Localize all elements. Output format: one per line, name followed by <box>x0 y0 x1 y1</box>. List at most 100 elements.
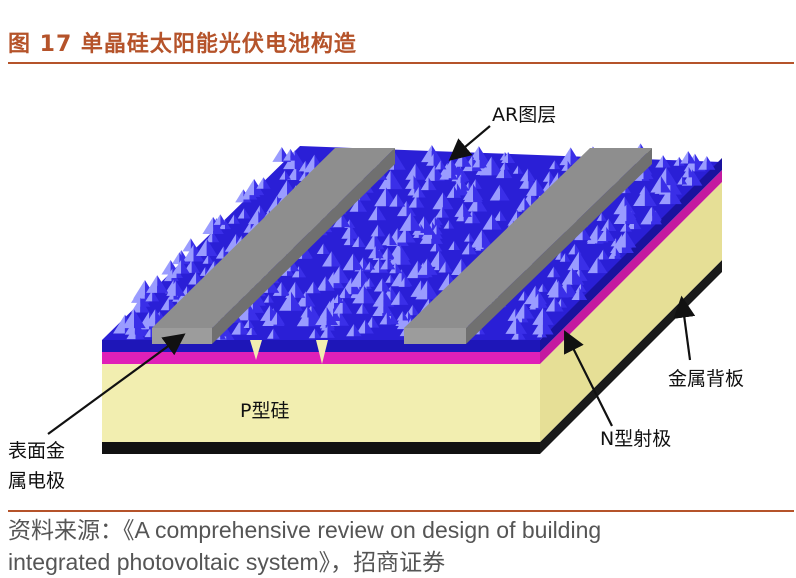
pyramid-face <box>565 252 571 262</box>
pyramid-face <box>579 267 588 281</box>
source-line-1: 资料来源：《A comprehensive review on design o… <box>8 517 602 543</box>
pyramid-face <box>246 326 252 335</box>
pyramid-face <box>166 280 176 296</box>
p-silicon-side <box>540 182 722 442</box>
pyramid-face <box>358 236 366 248</box>
pyramid-face <box>353 323 362 337</box>
pyramid-face <box>377 224 386 237</box>
ar-layer-label: AR图层 <box>492 104 557 126</box>
pyramid-face <box>581 283 587 292</box>
pyramid-face <box>408 195 417 208</box>
pyramid-face <box>570 147 582 166</box>
pyramid-face <box>448 240 455 250</box>
pyramid-face <box>545 297 555 312</box>
pyramid-face <box>135 324 145 340</box>
pyramid-face <box>457 163 468 180</box>
pyramid-face <box>492 214 502 230</box>
pyramid-face <box>172 259 182 274</box>
pyramid-face <box>381 233 390 246</box>
pyramid-face <box>248 319 255 328</box>
pyramid-face <box>597 257 608 274</box>
pyramid-face <box>146 275 158 293</box>
pyramid-face <box>427 258 438 275</box>
pyramid-face <box>529 293 539 308</box>
pyramid-face <box>152 290 160 302</box>
pyramid-face <box>339 310 350 326</box>
pyramid-face <box>143 295 151 307</box>
pyramid-face <box>524 290 531 301</box>
pyramid-face <box>500 188 508 200</box>
pyramid-face <box>421 144 432 163</box>
pyramid-face <box>464 210 473 224</box>
pyramid-face <box>597 226 607 242</box>
pyramid-face <box>603 249 610 260</box>
pyramid-face <box>554 297 564 312</box>
pyramid-face <box>610 237 616 247</box>
pyramid-face <box>126 324 136 340</box>
back-plate-front <box>102 442 540 454</box>
pyramid-face <box>380 257 388 270</box>
pyramid-face <box>290 257 300 272</box>
pyramid-face <box>682 176 688 185</box>
title-divider <box>8 62 794 64</box>
pyramid-face <box>596 212 602 221</box>
pyramid-face <box>385 187 398 207</box>
pyramid-face <box>160 296 169 311</box>
pyramid-face <box>212 231 220 243</box>
pyramid-face <box>673 156 680 166</box>
pyramid-face <box>386 312 395 325</box>
pyramid-face <box>601 212 607 221</box>
pyramid-face <box>456 183 465 196</box>
pyramid-face <box>228 214 235 224</box>
pyramid-face <box>168 296 178 311</box>
pyramid-face <box>358 197 367 212</box>
pyramid-face <box>140 297 150 313</box>
pyramid-face <box>514 302 525 319</box>
pyramid-face <box>391 269 402 287</box>
pyramid-face <box>413 175 423 189</box>
pyramid-face <box>561 298 568 308</box>
pyramid-face <box>398 277 405 287</box>
pyramid-face <box>352 236 359 248</box>
pyramid-face <box>608 248 615 259</box>
pyramid-face <box>430 224 437 235</box>
pyramid-face <box>396 311 403 321</box>
pyramid-face <box>220 214 227 225</box>
pyramid-face <box>616 204 627 222</box>
pyramid-face <box>256 177 264 189</box>
pyramid-face <box>181 259 190 274</box>
pyramid-face <box>435 160 441 170</box>
pyramid-face <box>481 229 494 248</box>
pyramid-face <box>464 233 470 242</box>
pyramid-face <box>504 164 513 179</box>
pyramid-face <box>416 195 425 208</box>
pyramid-face <box>454 240 460 250</box>
pyramid-face <box>389 262 396 274</box>
pyramid-face <box>410 212 423 231</box>
pyramid-face <box>235 189 244 203</box>
pyramid-face <box>145 290 153 302</box>
pyramid-face <box>416 258 428 275</box>
pyramid-face <box>324 297 335 312</box>
pyramid-face <box>553 266 561 278</box>
ar-layer-side <box>540 158 722 352</box>
source-note: 资料来源：《A comprehensive review on design o… <box>8 514 788 578</box>
pyramid-face <box>390 170 403 190</box>
pyramid-face <box>561 267 573 285</box>
pyramid-face <box>524 302 535 319</box>
pyramid-face <box>252 295 265 313</box>
pyramid-face <box>559 147 571 166</box>
pyramid-face <box>419 225 432 244</box>
pyramid-face <box>426 153 434 166</box>
pyramid-face <box>316 243 324 255</box>
pyramid-face <box>666 167 678 186</box>
pyramid-face <box>172 252 180 264</box>
pyramid-face <box>389 193 398 207</box>
pyramid-face <box>157 275 169 293</box>
pyramid-face <box>461 242 470 255</box>
back-plate-arrow <box>673 295 696 361</box>
pyramid-face <box>625 184 632 194</box>
pyramid-face <box>402 311 409 321</box>
notch-2 <box>316 340 328 364</box>
pyramid-face <box>523 285 536 305</box>
